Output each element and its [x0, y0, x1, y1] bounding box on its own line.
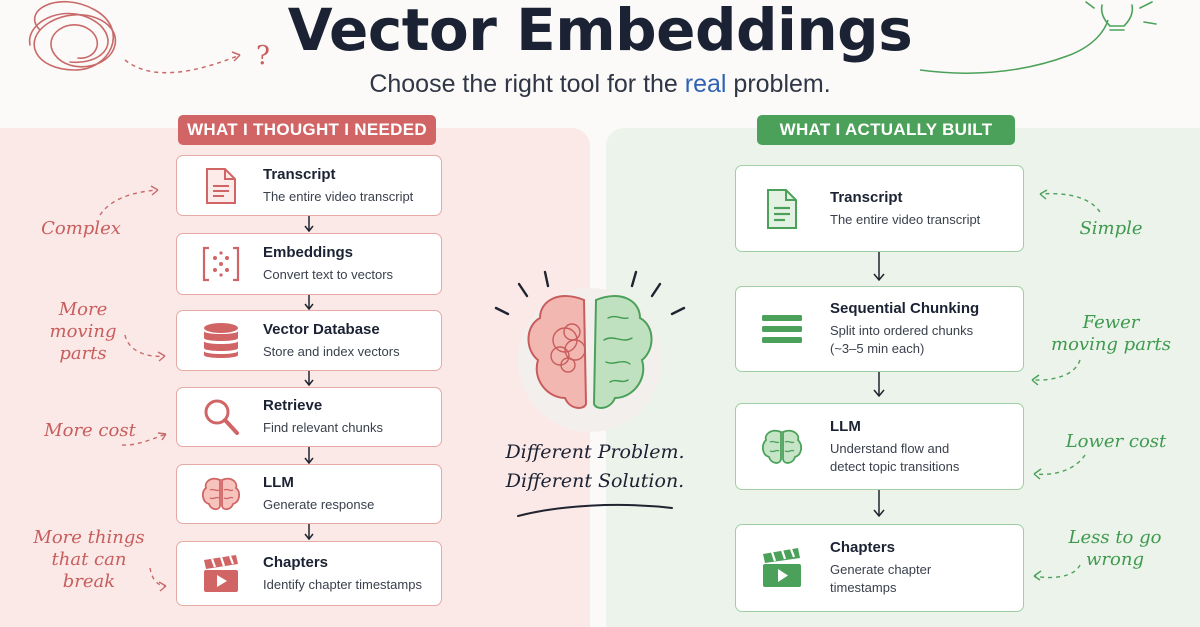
note-lower-cost: Lower cost: [1065, 431, 1167, 452]
step-name: Sequential Chunking: [830, 300, 980, 317]
step-desc: Understand flow and detect topic transit…: [830, 440, 960, 474]
left-section-banner: WHAT I THOUGHT I NEEDED: [178, 115, 436, 145]
center-caption: Different Problem. Different Solution.: [500, 438, 690, 496]
document-icon: [756, 187, 808, 231]
vector-brackets-icon: [195, 242, 247, 286]
wavy-line-icon: [919, 19, 1109, 74]
center-caption-line2: Different Solution.: [505, 470, 685, 492]
chunks-icon: [756, 307, 808, 351]
step-name: Vector Database: [263, 320, 380, 338]
scribble-icon: [29, 0, 117, 71]
step-desc: The entire video transcript: [263, 188, 414, 204]
subtitle-pre: Choose the right tool for the: [369, 70, 685, 98]
note-less-to-go-wrong: Less to go wrong: [1068, 527, 1162, 570]
clapperboard-icon: [756, 546, 808, 590]
note-more-cost: More cost: [44, 420, 136, 441]
step-name: Transcript: [263, 165, 336, 183]
step-name: Chapters: [263, 553, 329, 571]
question-mark-text: ?: [256, 41, 270, 71]
lightbulb-icon: [1085, 1, 1157, 31]
right-note-arrows: [1031, 192, 1101, 579]
note-fewer-moving-parts: Fewer moving parts: [1051, 312, 1171, 355]
step-desc: Convert text to vectors: [263, 267, 394, 282]
left-note-arrowheads: [150, 185, 167, 592]
page-title: Vector Embeddings: [287, 0, 913, 64]
step-desc: Find relevant chunks: [263, 420, 383, 435]
center-caption-line1: Different Problem.: [505, 441, 685, 463]
document-icon: [195, 164, 247, 208]
right-note-arrowheads: [1031, 189, 1048, 581]
right-step-llm: LLM Understand flow and detect topic tran…: [735, 403, 1024, 490]
step-name: Transcript: [830, 188, 903, 206]
step-name: Chapters: [830, 539, 896, 556]
step-desc: Identify chapter timestamps: [263, 576, 422, 592]
step-desc: Generate chapter timestamps: [830, 562, 932, 595]
step-name: LLM: [830, 417, 861, 435]
step-desc: Generate response: [263, 497, 375, 512]
left-connectors: [304, 216, 314, 541]
note-more-moving-parts: More moving parts: [49, 299, 117, 364]
center-brain-icon: [494, 270, 686, 517]
clapperboard-icon: [195, 552, 247, 596]
left-note-arrows: [99, 189, 167, 587]
dashed-arrow-icon: [124, 54, 241, 74]
note-more-things-break: More things that can break: [33, 527, 145, 592]
note-simple: Simple: [1079, 218, 1143, 239]
right-connectors: [873, 252, 885, 518]
step-desc: Split into ordered chunks (~3–5 min each…: [830, 323, 974, 356]
step-name: Embeddings: [263, 244, 354, 261]
subtitle-emphasis: real: [684, 70, 727, 98]
right-section-banner: WHAT I ACTUALLY BUILT: [757, 115, 1015, 145]
left-step-llm: LLM Generate response: [176, 464, 442, 524]
step-name: Retrieve: [263, 397, 323, 414]
step-desc: Store and index vectors: [263, 343, 400, 359]
page-subtitle: Choose the right tool for the real probl…: [0, 70, 1200, 99]
magnifier-icon: [195, 395, 247, 439]
step-desc: The entire video transcript: [830, 211, 981, 227]
note-complex: Complex: [41, 218, 121, 239]
brain-icon: [756, 425, 808, 469]
step-name: LLM: [263, 474, 294, 491]
database-icon: [195, 319, 247, 363]
brain-icon: [195, 472, 247, 516]
subtitle-post: problem.: [726, 70, 831, 98]
